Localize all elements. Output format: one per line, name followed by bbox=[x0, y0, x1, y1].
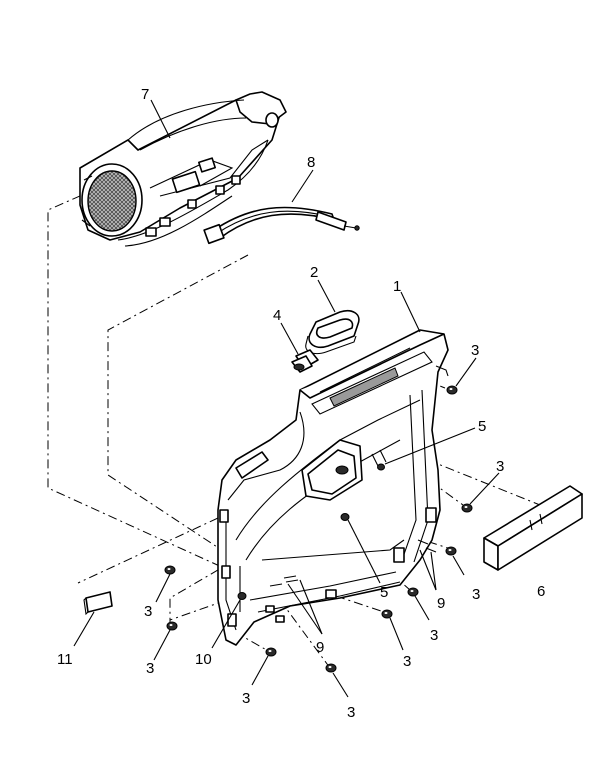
retainer-clip bbox=[381, 609, 393, 619]
retainer-clip bbox=[461, 503, 473, 513]
callout-3: 3 bbox=[472, 586, 480, 603]
leader-lines bbox=[73, 99, 500, 698]
callout-3: 3 bbox=[496, 458, 504, 475]
retainer-clip bbox=[340, 513, 350, 521]
door-trim-panel bbox=[217, 329, 449, 646]
retainer-clip bbox=[166, 621, 178, 631]
callout-3: 3 bbox=[403, 653, 411, 670]
callout-3: 3 bbox=[146, 660, 154, 677]
callout-3: 3 bbox=[430, 627, 438, 644]
foam-block bbox=[483, 485, 583, 571]
callout-3: 3 bbox=[242, 690, 250, 707]
pad bbox=[83, 591, 113, 616]
callout-9: 9 bbox=[316, 639, 324, 656]
lock-knob bbox=[291, 349, 319, 373]
retainer-clip bbox=[445, 546, 457, 556]
retainers bbox=[164, 385, 473, 673]
callout-6: 6 bbox=[537, 583, 545, 600]
callout-9: 9 bbox=[437, 595, 445, 612]
retainer-clip bbox=[325, 663, 337, 673]
callout-7: 7 bbox=[141, 86, 149, 103]
retainer-clip bbox=[265, 647, 277, 657]
callout-labels: 1 2 3 3 3 3 3 3 3 3 3 4 5 5 6 7 8 9 9 10… bbox=[57, 86, 545, 721]
callout-3: 3 bbox=[347, 704, 355, 721]
callout-3: 3 bbox=[471, 342, 479, 359]
callout-1: 1 bbox=[393, 278, 401, 295]
speaker-housing bbox=[79, 91, 287, 247]
callout-11: 11 bbox=[57, 651, 73, 668]
callout-8: 8 bbox=[307, 154, 315, 171]
screws bbox=[269, 539, 437, 587]
alignment-lines bbox=[47, 187, 541, 669]
retainer-clip bbox=[237, 592, 247, 600]
callout-4: 4 bbox=[273, 307, 281, 324]
callout-10: 10 bbox=[195, 651, 212, 668]
retainer-clip bbox=[407, 587, 419, 597]
callout-5: 5 bbox=[380, 584, 388, 601]
callout-3: 3 bbox=[144, 603, 152, 620]
callout-5: 5 bbox=[478, 418, 486, 435]
callout-2: 2 bbox=[310, 264, 318, 281]
retainer-clip bbox=[446, 385, 458, 395]
wire-harness bbox=[203, 206, 360, 245]
retainer-clip bbox=[377, 463, 385, 471]
handle-bezel bbox=[305, 309, 360, 355]
retainer-clip bbox=[164, 565, 176, 575]
